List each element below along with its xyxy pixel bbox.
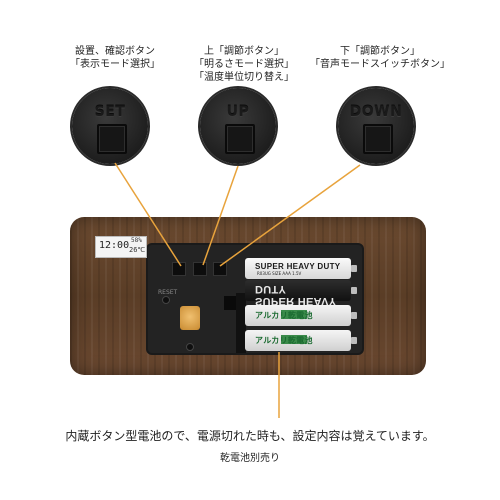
battery-2-text: SUPER HEAVY DUTY	[255, 283, 337, 307]
aaa-battery-2: SUPER HEAVY DUTY	[245, 280, 357, 307]
set-label-line-2: 「表示モード選択」	[70, 59, 160, 70]
aaa-battery-3: アルカリ乾電池	[245, 305, 357, 326]
set-slot[interactable]	[172, 262, 186, 276]
down-button-label: 下「調節ボタン」 「音声モードスイッチボタン」	[310, 45, 450, 71]
battery-3-text: アルカリ乾電池	[255, 311, 313, 320]
up-button-label: 上「調節ボタン」 「明るさモード選択」 「温度単位切り替え」	[184, 45, 304, 84]
battery-divider	[236, 293, 246, 353]
set-button-zoom: SET	[72, 88, 148, 164]
down-label-line-2: 「音声モードスイッチボタン」	[310, 59, 450, 70]
down-button-name: DOWN	[349, 104, 403, 120]
battery-4-terminal	[351, 337, 357, 344]
screw-icon	[186, 343, 194, 351]
coin-cell-battery	[180, 306, 200, 330]
lcd-temperature: 26℃	[129, 246, 146, 254]
battery-2-terminal	[351, 287, 357, 294]
up-slot[interactable]	[193, 262, 207, 276]
up-label-line-2: 「明るさモード選択」	[194, 59, 294, 70]
battery-4-stripe	[281, 335, 307, 344]
battery-3-terminal	[351, 312, 357, 319]
up-button[interactable]	[225, 124, 255, 154]
reset-label: RESET	[158, 289, 178, 296]
up-label-line-3: 「温度単位切り替え」	[194, 72, 294, 83]
set-button-label: 設置、確認ボタン 「表示モード選択」	[60, 45, 170, 71]
lcd-display: 12:00 58% 26℃	[95, 236, 147, 258]
up-button-zoom: UP	[200, 88, 276, 164]
battery-3-stripe	[281, 310, 307, 319]
down-slot[interactable]	[213, 262, 227, 276]
lcd-humidity: 58%	[131, 237, 142, 244]
aaa-battery-4: アルカリ乾電池	[245, 330, 357, 351]
lcd-time: 12:00	[99, 240, 130, 251]
battery-1-sub: R03UG SIZE AAA 1.5V	[257, 271, 302, 276]
battery-4-text: アルカリ乾電池	[255, 336, 313, 345]
reset-hole[interactable]	[162, 296, 170, 304]
set-button[interactable]	[97, 124, 127, 154]
up-label-line-1: 上「調節ボタン」	[204, 46, 284, 57]
set-button-name: SET	[94, 104, 126, 120]
compartment-latch	[224, 296, 238, 310]
set-label-line-1: 設置、確認ボタン	[75, 46, 155, 57]
sub-caption: 乾電池別売り	[220, 453, 280, 464]
battery-1-text: SUPER HEAVY DUTY	[255, 262, 341, 271]
down-button-zoom: DOWN	[338, 88, 414, 164]
main-caption: 内蔵ボタン型電池ので、電源切れた時も、設定内容は覚えています。	[65, 429, 435, 443]
down-button[interactable]	[363, 124, 393, 154]
aaa-battery-1: SUPER HEAVY DUTY R03UG SIZE AAA 1.5V	[245, 258, 357, 279]
up-button-name: UP	[226, 104, 250, 120]
down-label-line-1: 下「調節ボタン」	[340, 46, 420, 57]
battery-1-terminal	[351, 265, 357, 272]
